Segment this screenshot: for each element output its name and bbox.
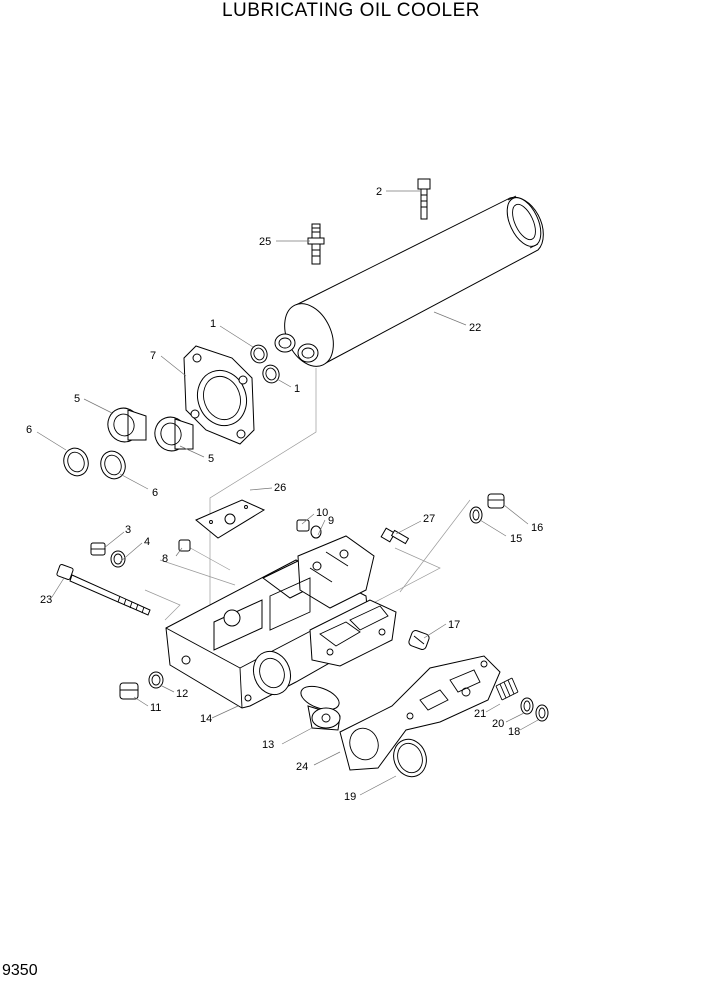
callout-3: 3 <box>125 524 131 536</box>
gasket-part-26[interactable] <box>195 499 266 539</box>
flange-plate-part-7[interactable] <box>183 345 255 445</box>
long-bolt-part-23[interactable] <box>56 564 151 616</box>
spring-part-21[interactable] <box>495 677 519 701</box>
callout-7: 7 <box>150 350 156 362</box>
o-ring-part-20[interactable] <box>520 697 534 715</box>
callout-6-left: 6 <box>26 424 32 436</box>
bolt-part-2[interactable] <box>417 178 431 220</box>
callout-1-lower: 1 <box>294 383 300 395</box>
o-ring-part-6-b[interactable] <box>97 448 129 483</box>
callout-21: 21 <box>474 708 486 720</box>
thermostat-part-13[interactable] <box>298 682 342 731</box>
stud-part-25[interactable] <box>307 223 325 265</box>
page-title: LUBRICATING OIL COOLER <box>221 0 481 21</box>
callout-12: 12 <box>176 688 188 700</box>
callout-4: 4 <box>144 536 150 548</box>
callout-25: 25 <box>259 236 271 248</box>
assembly-guide-lines <box>144 368 471 650</box>
plug-part-11[interactable] <box>119 682 139 700</box>
o-ring-part-6-a[interactable] <box>60 445 92 480</box>
callout-13: 13 <box>262 739 274 751</box>
callout-22: 22 <box>469 322 481 334</box>
plug-part-10[interactable] <box>296 519 310 532</box>
housing-part-14[interactable] <box>165 535 397 709</box>
callout-24: 24 <box>296 761 308 773</box>
callout-1-upper: 1 <box>210 318 216 330</box>
page-number: 9350 <box>2 962 38 979</box>
callout-2: 2 <box>376 186 382 198</box>
callout-15: 15 <box>510 533 522 545</box>
callout-27: 27 <box>423 513 435 525</box>
callout-8: 8 <box>162 553 168 565</box>
callout-17: 17 <box>448 619 460 631</box>
callout-9: 9 <box>328 515 334 527</box>
o-ring-part-15[interactable] <box>469 506 483 524</box>
callout-5-right: 5 <box>208 453 214 465</box>
plug-part-16[interactable] <box>487 493 505 509</box>
callout-26: 26 <box>274 482 286 494</box>
callout-11: 11 <box>150 702 161 714</box>
callout-14: 14 <box>200 713 212 725</box>
callout-labels: 2 25 22 1 1 7 5 5 6 6 26 10 9 3 4 8 27 1… <box>26 186 543 803</box>
callout-10: 10 <box>316 507 328 519</box>
callout-6-right: 6 <box>152 487 158 499</box>
o-ring-part-9[interactable] <box>310 525 322 539</box>
callout-23: 23 <box>40 594 52 606</box>
snap-ring-part-19[interactable] <box>388 735 431 782</box>
leader-lines <box>36 190 539 796</box>
callout-5-left: 5 <box>74 393 80 405</box>
o-ring-part-1-a[interactable] <box>248 343 269 365</box>
o-ring-part-4[interactable] <box>110 550 126 568</box>
callout-19: 19 <box>344 791 356 803</box>
sleeve-part-5-b[interactable] <box>150 413 194 456</box>
plug-part-17[interactable] <box>408 629 430 650</box>
callout-18: 18 <box>508 726 520 738</box>
o-ring-part-12[interactable] <box>148 671 164 689</box>
plug-part-3[interactable] <box>90 542 106 556</box>
bolt-part-27[interactable] <box>380 527 410 545</box>
o-ring-part-18[interactable] <box>535 704 549 722</box>
oil-cooler-cylinder[interactable] <box>274 193 548 375</box>
o-ring-part-1-b[interactable] <box>260 363 281 385</box>
gasket-part-24[interactable] <box>339 655 501 771</box>
sleeve-part-5-a[interactable] <box>103 404 147 447</box>
callout-16: 16 <box>531 522 543 534</box>
callout-20: 20 <box>492 718 504 730</box>
